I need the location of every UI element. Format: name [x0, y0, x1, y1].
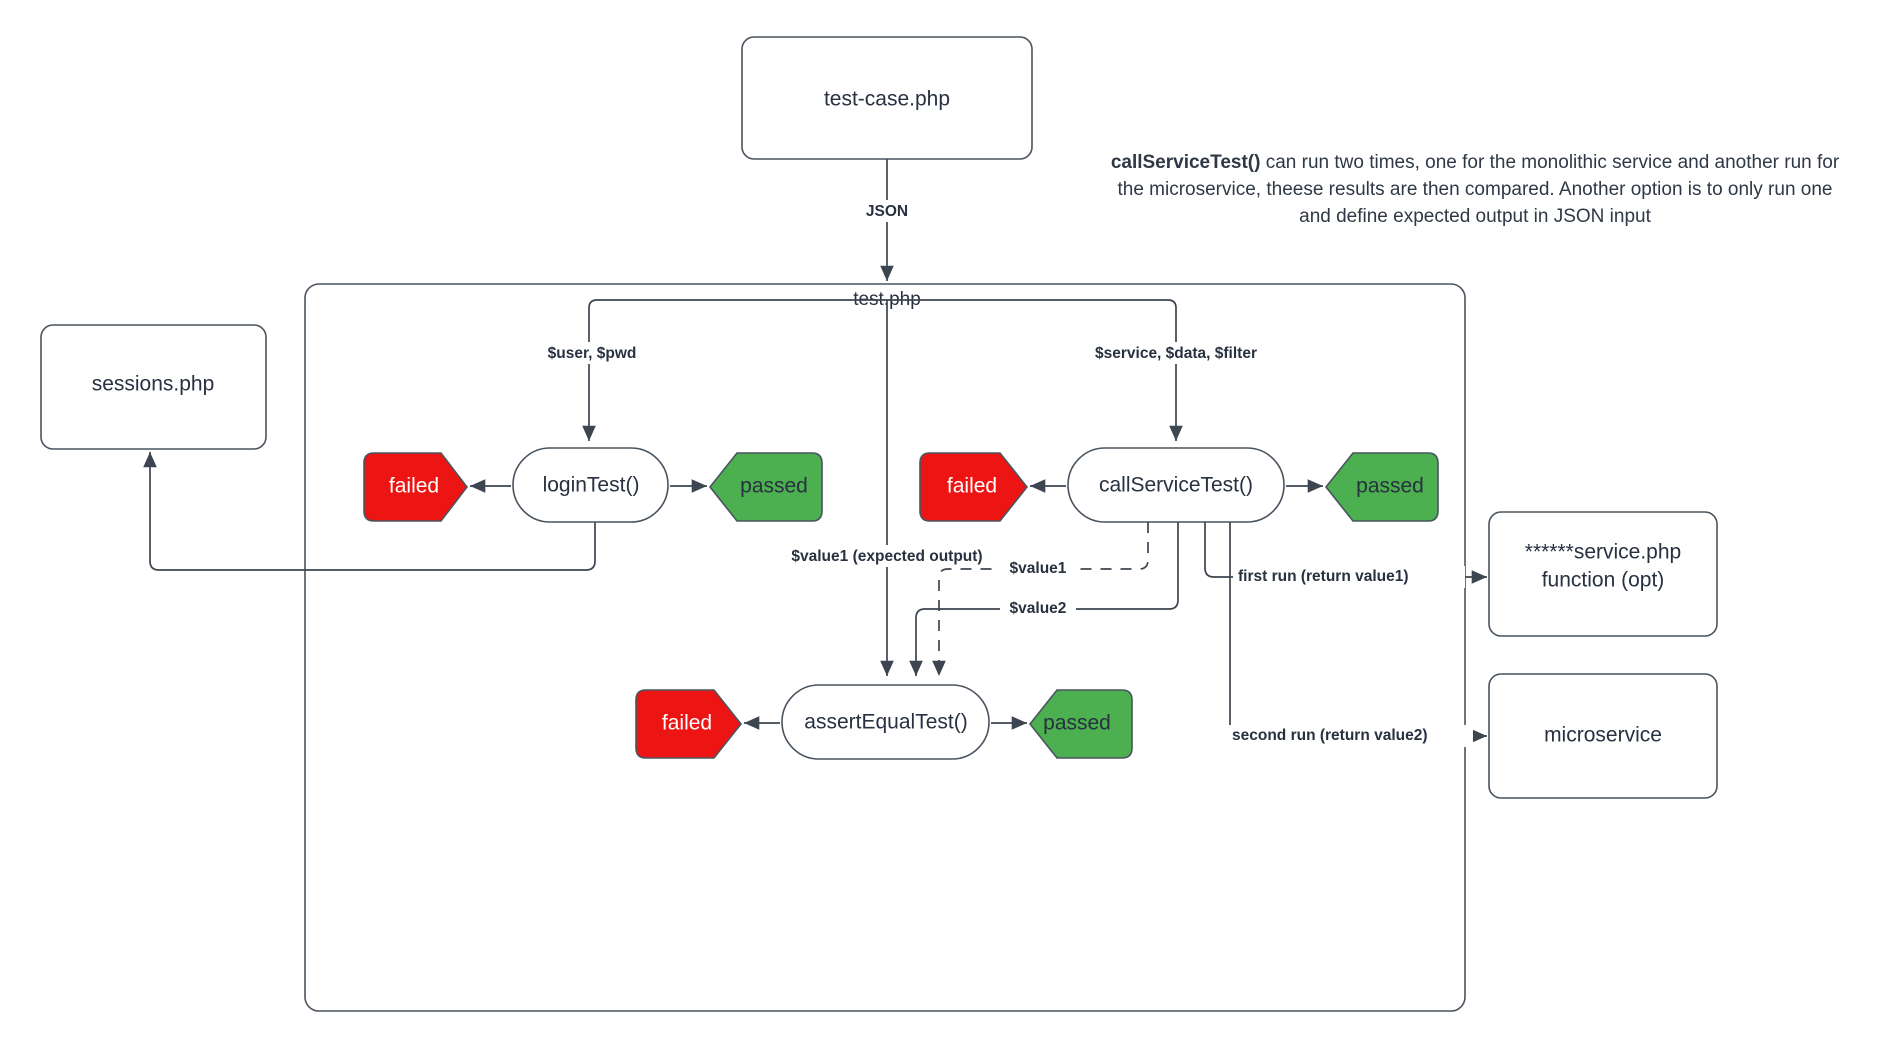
node-sessions-php-label: sessions.php [92, 373, 215, 396]
note-bold-lead: callServiceTest() [1110, 152, 1261, 173]
node-assert-equal-test-label: assertEqualTest() [804, 711, 967, 734]
hex-passed-assert[interactable] [1028, 689, 1133, 759]
hex-failed-call[interactable] [919, 452, 1029, 522]
node-login-test[interactable] [512, 447, 669, 523]
hex-passed-login-label: passed [740, 475, 808, 498]
edge-value1-label: $value1 [1010, 560, 1067, 577]
hex-failed-call-label: failed [947, 475, 997, 498]
hex-failed-login[interactable] [363, 452, 469, 522]
node-test-case-php-label: test-case.php [824, 88, 950, 111]
edge-bus-left [582, 299, 887, 441]
hex-passed-call[interactable] [1324, 452, 1439, 522]
node-sessions-php[interactable] [40, 324, 267, 450]
edge-login-to-sessions [143, 452, 596, 571]
hex-failed-login-label: failed [389, 475, 439, 498]
edge-json-label: JSON [866, 203, 908, 220]
node-call-service-test-label: callServiceTest() [1099, 474, 1253, 497]
node-microservice-label: microservice [1544, 724, 1662, 747]
node-service-php-label-line1: ******service.php [1525, 541, 1681, 564]
node-call-service-test[interactable] [1067, 447, 1285, 523]
node-microservice[interactable] [1488, 673, 1718, 799]
node-service-php-label-line2: function (opt) [1542, 569, 1665, 592]
hex-passed-login[interactable] [708, 452, 823, 522]
hex-passed-call-label: passed [1356, 475, 1424, 498]
node-service-php[interactable] [1488, 511, 1718, 637]
edge-second-run-label: second run (return value2) [1232, 727, 1428, 744]
edge-value2-label: $value2 [1010, 600, 1067, 617]
note-call-service-test: callServiceTest() can run two times, one… [1110, 150, 1840, 231]
node-login-test-label: loginTest() [543, 474, 640, 497]
node-assert-equal-test[interactable] [781, 684, 990, 760]
hex-passed-assert-label: passed [1043, 712, 1111, 735]
edge-service-data-filter-label: $service, $data, $filter [1095, 345, 1257, 362]
edge-first-run-label: first run (return value1) [1238, 568, 1409, 585]
hex-failed-assert-label: failed [662, 712, 712, 735]
edge-bus-right [887, 299, 1183, 441]
note-rest: can run two times, one for the monolithi… [1117, 152, 1840, 227]
hex-failed-assert[interactable] [635, 689, 743, 759]
edge-value1-expected-label: $value1 (expected output) [791, 548, 982, 565]
edge-user-pwd-label: $user, $pwd [548, 345, 637, 362]
container-test-php [304, 283, 1466, 1012]
edge-first-run [1204, 522, 1487, 584]
